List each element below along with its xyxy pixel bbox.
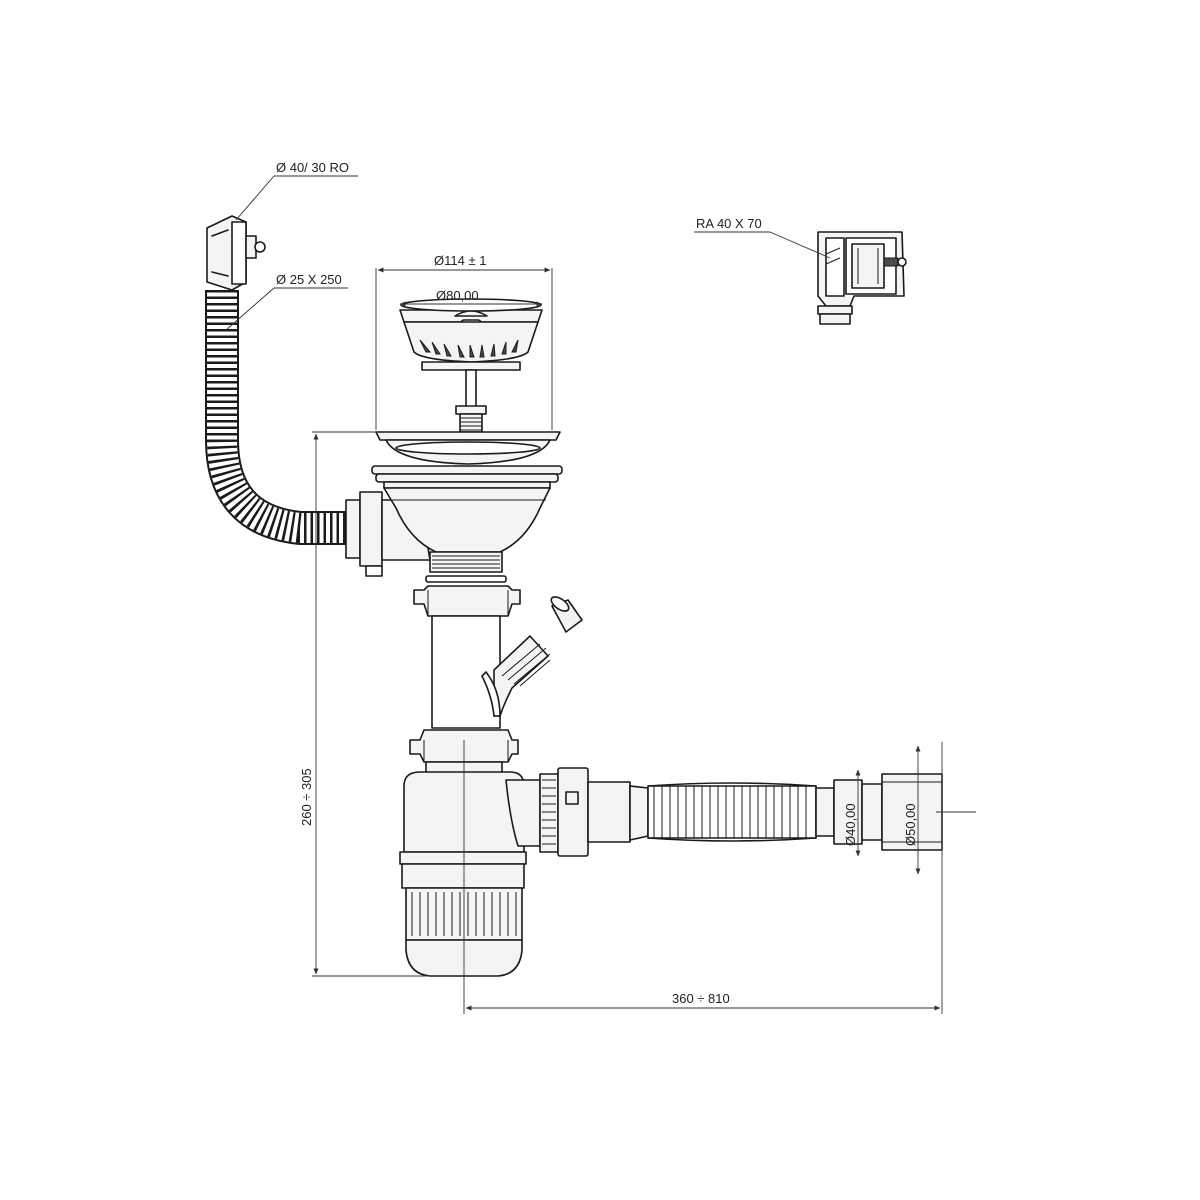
branch-cap bbox=[550, 596, 583, 633]
standpipe bbox=[409, 585, 583, 763]
label-outlet-diameter-large: Ø50,00 bbox=[903, 803, 918, 846]
outlet-end-adapter bbox=[815, 773, 943, 851]
label-outlet-diameter-small: Ø40,00 bbox=[843, 803, 858, 846]
label-overflow-diameter: Ø 40/ 30 RO bbox=[276, 160, 349, 175]
outlet-corrugated-hose bbox=[647, 782, 817, 842]
dimension-lines bbox=[225, 175, 976, 1014]
overflow-rose bbox=[206, 215, 266, 291]
sink-waste-body bbox=[371, 431, 563, 583]
label-basket-diameter: Ø80,00 bbox=[436, 288, 479, 303]
dimension-labels: Ø 40/ 30 RO Ø 25 X 250 Ø114 ± 1 Ø80,00 R… bbox=[276, 160, 918, 1006]
basket-slots bbox=[419, 339, 519, 358]
overflow-hose bbox=[205, 290, 350, 545]
label-overflow-hose: Ø 25 X 250 bbox=[276, 272, 342, 287]
label-flange-diameter: Ø114 ± 1 bbox=[434, 253, 486, 268]
basket-strainer bbox=[399, 298, 543, 433]
overflow-adapter-part bbox=[817, 231, 907, 325]
label-overflow-adapter: RA 40 X 70 bbox=[696, 216, 762, 231]
label-length-range: 360 ÷ 810 bbox=[672, 991, 730, 1006]
label-height-range: 260 ÷ 305 bbox=[299, 768, 314, 826]
outlet-connector bbox=[505, 767, 649, 857]
